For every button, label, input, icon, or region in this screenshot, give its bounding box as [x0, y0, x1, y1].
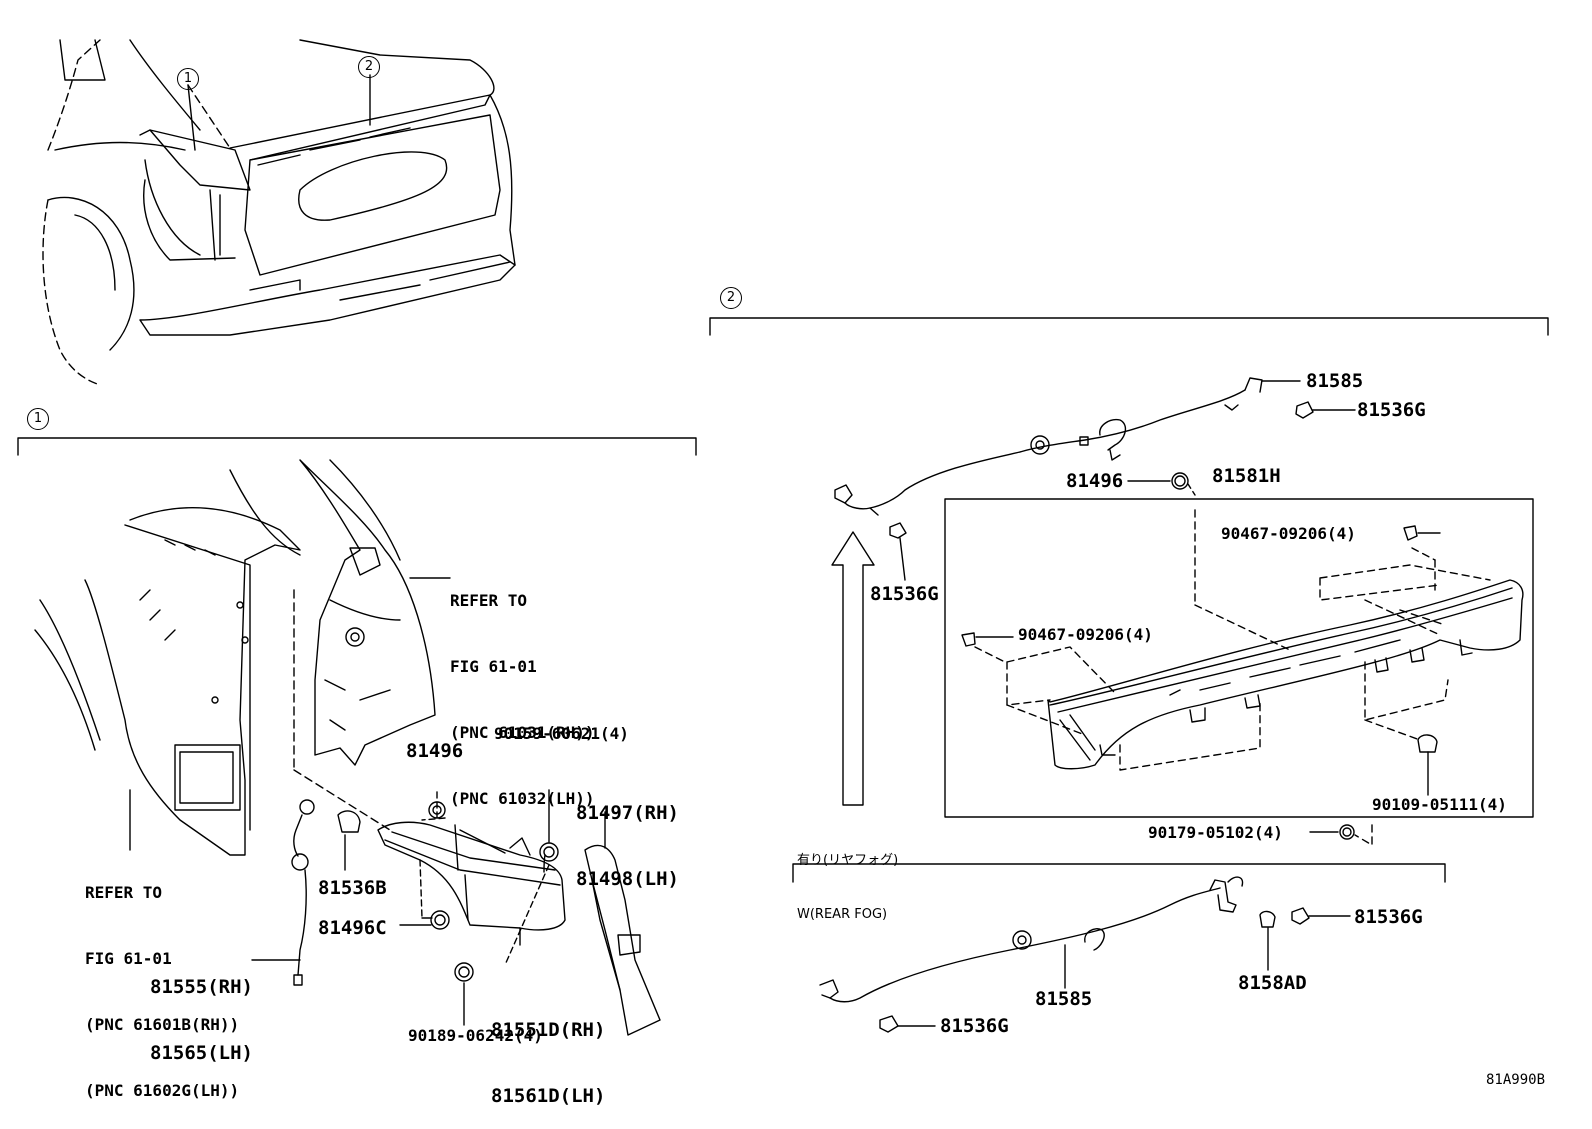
overview-vehicle-rear [42, 39, 516, 386]
garnish-frame-box [944, 498, 1534, 818]
part-90467-left: 90467-09206(4) [1018, 625, 1153, 644]
part-81497: 81497(RH) 81498(LH) [576, 802, 679, 890]
callout-2-overview: 2 [358, 56, 380, 78]
part-81496-s1: 81496 [406, 740, 464, 762]
part-81536G-left: 81536G [870, 583, 939, 605]
refer-to-label-quarter-panel: REFER TO FIG 61-01 (PNC 61601B(RH)) (PNC… [85, 883, 240, 1100]
section-1-frame [17, 437, 697, 456]
part-90467-right: 90467-09206(4) [1221, 524, 1356, 543]
quarter-panel-inner [34, 469, 301, 856]
refer-to-label-pillar: REFER TO FIG 61-01 (PNC 61031(RH)) (PNC … [450, 591, 595, 808]
part-81536B: 81536B [318, 877, 387, 899]
back-door-garnish [974, 509, 1524, 846]
upper-wire-harness [834, 377, 1301, 516]
figure-reference-code: 81A990B [1486, 1072, 1546, 1088]
pillar-garnish [584, 811, 661, 1036]
part-90109: 90109-05111(4) [1372, 795, 1507, 814]
body-pillar-outer [299, 459, 451, 766]
part-81585-top: 81585 [1306, 370, 1364, 392]
rear-fog-note: 有り(リヤフォグ) W(REAR FOG) [797, 853, 899, 922]
part-81551D: 81551D(RH) 81561D(LH) [491, 1019, 606, 1107]
callout-1-overview: 1 [177, 68, 199, 90]
part-90159: 90159-60621(4) [494, 724, 629, 743]
part-81581H: 81581H [1212, 465, 1281, 487]
callout-2-section: 2 [720, 287, 742, 309]
tail-lamp-assembly [293, 589, 566, 1026]
part-90179: 90179-05102(4) [1148, 823, 1283, 842]
fasteners-section2 [889, 401, 1441, 840]
part-8158AD: 8158AD [1238, 972, 1307, 994]
rear-fog-arrow [831, 531, 875, 806]
part-90189: 90189-06242(4) [408, 1026, 543, 1045]
part-81496C: 81496C [318, 917, 387, 939]
tail-lamp-wire-harness [251, 799, 361, 986]
part-81536G-mid: 81536G [1354, 906, 1423, 928]
parts-diagram [17, 39, 1549, 1036]
rear-fog-frame [792, 863, 1446, 883]
lower-wire-harness [819, 876, 1351, 1033]
part-81555: 81555(RH) 81565(LH) [150, 976, 253, 1064]
callout-1-section: 1 [27, 408, 49, 430]
part-81536G-top: 81536G [1357, 399, 1426, 421]
section-2-frame [709, 317, 1549, 336]
part-81536G-bottom: 81536G [940, 1015, 1009, 1037]
part-81585-bottom: 81585 [1035, 988, 1093, 1010]
part-81496-s2: 81496 [1066, 470, 1124, 492]
